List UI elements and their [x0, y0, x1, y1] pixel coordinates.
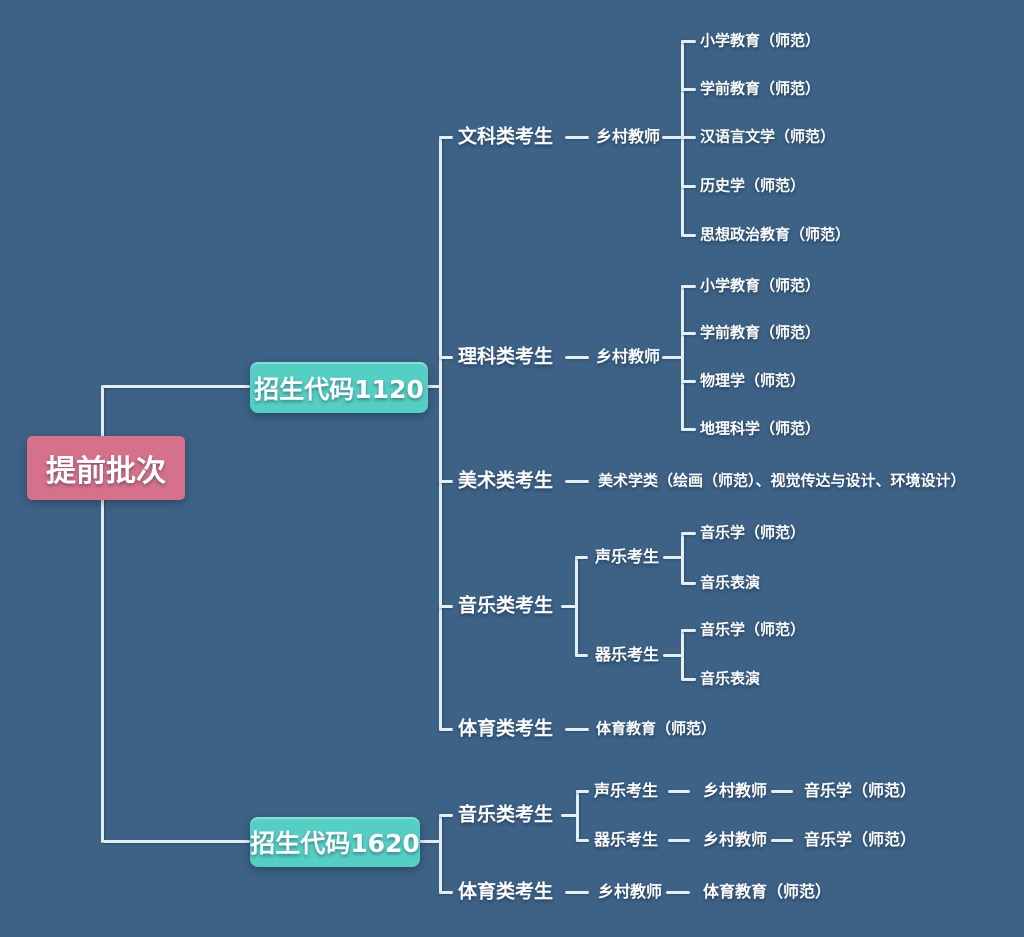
leaf-major[interactable]: 音乐学（师范）: [700, 523, 806, 542]
tick-branch: [439, 891, 453, 894]
branch-liberal-arts[interactable]: 文科类考生: [458, 125, 554, 148]
connector-trunk-to-1620: [103, 840, 250, 843]
node-rural-teacher[interactable]: 乡村教师: [703, 781, 768, 800]
leaf-major[interactable]: 历史学（师范）: [700, 176, 806, 195]
dash: [565, 136, 589, 139]
leaf-major[interactable]: 体育教育（师范）: [703, 882, 832, 901]
node-rural-teacher[interactable]: 乡村教师: [596, 127, 661, 146]
leaf-major[interactable]: 音乐学（师范）: [804, 781, 917, 800]
dash: [565, 728, 589, 731]
tick-leaf: [681, 629, 696, 632]
tick-branch: [439, 136, 453, 139]
tick-leaf: [681, 234, 696, 237]
dash: [565, 891, 589, 894]
subspine-music-1120: [575, 556, 578, 657]
node-rural-teacher[interactable]: 乡村教师: [596, 347, 661, 366]
branch-music[interactable]: 音乐类考生: [458, 803, 554, 826]
sub-vocal[interactable]: 声乐考生: [595, 547, 660, 566]
tick-sub: [576, 839, 589, 842]
branch-science[interactable]: 理科类考生: [458, 345, 554, 368]
leaf-major[interactable]: 音乐表演: [700, 669, 761, 688]
leaf-major[interactable]: 音乐表演: [700, 573, 761, 592]
code-node-1620[interactable]: 招生代码1620: [250, 817, 420, 867]
tick-leaf: [681, 88, 696, 91]
connector-mid-to-leaves: [663, 654, 683, 657]
dash: [668, 790, 690, 793]
node-rural-teacher[interactable]: 乡村教师: [703, 830, 768, 849]
root-node[interactable]: 提前批次: [27, 436, 185, 500]
connector-1120-right: [427, 385, 441, 388]
spine-1620: [439, 814, 442, 894]
leaf-major[interactable]: 小学教育（师范）: [700, 31, 821, 50]
leaf-major[interactable]: 汉语言文学（师范）: [700, 127, 836, 146]
tick-leaf: [681, 428, 696, 431]
leafspine-instrumental: [681, 629, 684, 681]
dash: [666, 891, 690, 894]
tick-sub: [575, 654, 588, 657]
tick-leaf: [681, 185, 696, 188]
connector-trunk: [101, 385, 104, 843]
tick-leaf: [681, 678, 696, 681]
tick-leaf: [681, 532, 696, 535]
branch-pe[interactable]: 体育类考生: [458, 717, 554, 740]
branch-pe[interactable]: 体育类考生: [458, 880, 554, 903]
connector-mid-to-leaves: [662, 136, 683, 139]
tick-leaf: [681, 285, 696, 288]
tick-branch: [439, 356, 453, 359]
leaf-major[interactable]: 体育教育（师范）: [596, 719, 717, 738]
connector-to-subspine: [561, 605, 578, 608]
connector-mid-to-leaves: [662, 356, 683, 359]
tick-leaf: [681, 40, 696, 43]
dash: [771, 839, 793, 842]
leaf-major[interactable]: 学前教育（师范）: [700, 323, 821, 342]
leaf-major[interactable]: 思想政治教育（师范）: [700, 225, 851, 244]
code-node-1120[interactable]: 招生代码1120: [250, 362, 428, 413]
leaf-major[interactable]: 物理学（师范）: [700, 371, 806, 390]
connector-1620-right: [419, 840, 440, 843]
tick-leaf: [681, 582, 696, 585]
dash: [565, 356, 589, 359]
connector-trunk-to-1120: [103, 385, 250, 388]
dash: [565, 480, 589, 483]
tick-leaf: [681, 136, 696, 139]
connector-mid-to-leaves: [663, 556, 683, 559]
leaf-major[interactable]: 地理科学（师范）: [700, 419, 821, 438]
tick-branch: [439, 605, 453, 608]
sub-instrumental[interactable]: 器乐考生: [595, 645, 660, 664]
sub-vocal[interactable]: 声乐考生: [594, 781, 659, 800]
tick-branch: [439, 728, 453, 731]
dash: [668, 839, 690, 842]
tick-sub: [575, 556, 588, 559]
tick-sub: [576, 790, 589, 793]
leaf-major[interactable]: 小学教育（师范）: [700, 276, 821, 295]
subspine-music-1620: [576, 790, 579, 842]
branch-music[interactable]: 音乐类考生: [458, 594, 554, 617]
dash: [771, 790, 793, 793]
spine-1120: [439, 136, 442, 731]
tick-branch: [439, 814, 453, 817]
sub-instrumental[interactable]: 器乐考生: [594, 830, 659, 849]
leaf-major[interactable]: 学前教育（师范）: [700, 79, 821, 98]
tick-branch: [439, 480, 453, 483]
branch-fine-arts[interactable]: 美术类考生: [458, 469, 554, 492]
leafspine-like: [681, 285, 684, 431]
leaf-major[interactable]: 音乐学（师范）: [700, 620, 806, 639]
node-rural-teacher[interactable]: 乡村教师: [598, 882, 663, 901]
tick-leaf: [681, 332, 696, 335]
leaf-major[interactable]: 音乐学（师范）: [804, 830, 917, 849]
connector-to-subspine: [561, 814, 578, 817]
leafspine-vocal: [681, 532, 684, 585]
tick-leaf: [681, 380, 696, 383]
node-fine-arts-majors[interactable]: 美术学类（绘画（师范）、视觉传达与设计、环境设计）: [598, 471, 966, 490]
